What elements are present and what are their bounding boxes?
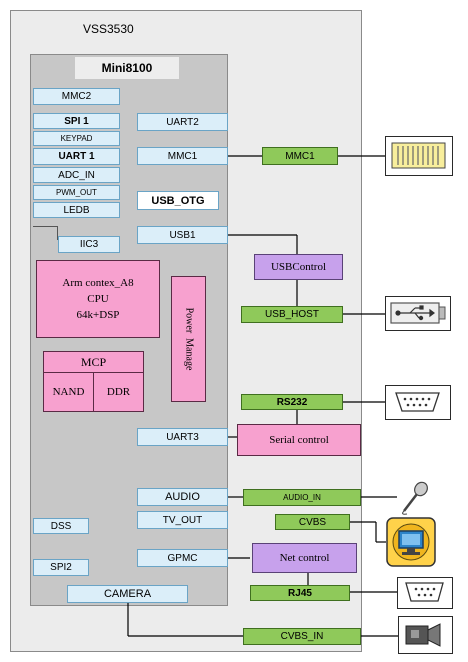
cvbs-interface: CVBS — [275, 514, 350, 530]
mmc1-interface: MMC1 — [262, 147, 338, 165]
audio-port: AUDIO — [137, 488, 228, 506]
mcp-title: MCP — [44, 352, 143, 373]
microphone-icon — [397, 480, 433, 516]
iic3-block: IIC3 — [58, 236, 120, 253]
camera-icon — [398, 616, 453, 654]
mcp-block: MCP NAND DDR — [43, 351, 144, 412]
nand-block: NAND — [44, 373, 94, 411]
power-manage-label: Power Manage — [183, 307, 194, 371]
net-control-block: Net control — [252, 543, 357, 573]
audio-in-interface: AUDIO_IN — [243, 489, 361, 506]
board-title: VSS3530 — [83, 22, 134, 36]
serial-control-block: Serial control — [237, 424, 361, 456]
dss-block: DSS — [33, 518, 89, 534]
ethernet-port-icon — [397, 577, 453, 609]
gpmc-port: GPMC — [137, 549, 228, 567]
monitor-icon — [386, 517, 436, 567]
camera-port: CAMERA — [67, 585, 188, 603]
usb-connector-icon — [385, 296, 451, 331]
serial-port-icon — [385, 385, 451, 420]
rs232-interface: RS232 — [241, 394, 343, 410]
spi2-block: SPI2 — [33, 559, 89, 576]
uart3-port: UART3 — [137, 428, 228, 446]
cvbs-in-interface: CVBS_IN — [243, 628, 361, 645]
keypad-block: KEYPAD — [33, 131, 120, 146]
usb-control-block: USBControl — [254, 254, 343, 280]
sd-card-icon — [385, 136, 453, 176]
ledb-block: LEDB — [33, 202, 120, 218]
ddr-block: DDR — [106, 386, 131, 398]
uart2-port: UART2 — [137, 113, 228, 131]
usb-otg-port: USB_OTG — [137, 191, 219, 210]
cpu-block: Arm contex_A8 CPU 64k+DSP — [36, 260, 160, 338]
mmc2-block: MMC2 — [33, 88, 120, 105]
cpu-line-1: Arm contex_A8 — [62, 277, 134, 289]
adc-in-block: ADC_IN — [33, 167, 120, 183]
mmc1-port: MMC1 — [137, 147, 228, 165]
spi1-block: SPI 1 — [33, 113, 120, 129]
usb-host-interface: USB_HOST — [241, 306, 343, 323]
rj45-interface: RJ45 — [250, 585, 350, 601]
tv-out-port: TV_OUT — [137, 511, 228, 529]
pwm-out-block: PWM_OUT — [33, 185, 120, 200]
usb1-port: USB1 — [137, 226, 228, 244]
cpu-line-2: CPU — [87, 293, 109, 305]
cpu-line-3: 64k+DSP — [76, 309, 120, 321]
iic3-bracket — [33, 226, 58, 240]
module-title: Mini8100 — [75, 57, 179, 79]
uart1-block: UART 1 — [33, 148, 120, 165]
power-manage-block: Power Manage — [171, 276, 206, 402]
